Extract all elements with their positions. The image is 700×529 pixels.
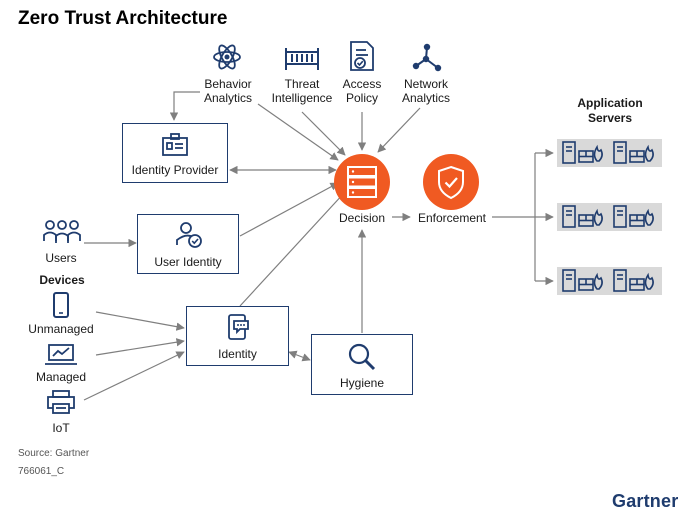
- arrow-identity-hygiene: [288, 350, 311, 362]
- identity-provider-box: Identity Provider: [122, 123, 228, 183]
- unmanaged-label: Unmanaged: [28, 322, 94, 336]
- smartphone-icon: [53, 292, 69, 318]
- arrow-managed-to-identity: [95, 338, 185, 356]
- server-firewall-icon: [562, 141, 654, 164]
- arrow-identity-to-decision: [239, 191, 346, 307]
- arrow-unmanaged-to-identity: [95, 311, 185, 331]
- enforcement-shield-icon: [423, 154, 479, 210]
- enforcement-label: Enforcement: [417, 211, 487, 225]
- user-verified-icon: [176, 222, 202, 248]
- server-row-1: [557, 139, 662, 167]
- user-identity-label: User Identity: [154, 255, 222, 269]
- decision-server-icon: [334, 154, 390, 210]
- gartner-logo: Gartner: [612, 491, 679, 511]
- id-badge-icon: [162, 133, 188, 156]
- arrow-threat-to-decision: [301, 111, 346, 156]
- device-chat-icon: [228, 314, 249, 340]
- identity-box: Identity: [186, 306, 289, 366]
- printer-icon: [47, 390, 75, 414]
- users-label: Users: [45, 251, 77, 265]
- page-title: Zero Trust Architecture: [18, 8, 228, 29]
- managed-label: Managed: [35, 370, 87, 384]
- devices-heading: Devices: [39, 273, 85, 287]
- document-id: 766061_C: [18, 466, 65, 477]
- arrow-behavior-to-idp: [169, 91, 200, 121]
- server-firewall-icon: [562, 205, 654, 228]
- network-nodes-icon: [412, 43, 442, 72]
- source-note: Source: Gartner: [18, 448, 90, 459]
- atom-icon: [213, 44, 241, 70]
- identity-provider-label: Identity Provider: [131, 163, 219, 177]
- server-firewall-icon: [562, 269, 654, 292]
- identity-label: Identity: [218, 347, 257, 361]
- arrow-behavior-to-decision: [257, 103, 339, 161]
- laptop-chart-icon: [45, 344, 77, 365]
- hygiene-box: Hygiene: [311, 334, 413, 395]
- user-identity-box: User Identity: [137, 214, 239, 274]
- server-row-2: [557, 203, 662, 231]
- server-row-3: [557, 267, 662, 295]
- application-servers-heading: Application Servers: [577, 96, 643, 125]
- server-rack-icon: [285, 48, 319, 70]
- iot-label: IoT: [52, 421, 70, 435]
- users-group-icon: [43, 220, 81, 243]
- arrow-network-to-decision: [377, 107, 421, 153]
- arrow-iot-to-identity: [83, 351, 185, 401]
- magnifier-icon: [348, 343, 376, 371]
- decision-label: Decision: [338, 211, 386, 225]
- hygiene-label: Hygiene: [339, 376, 385, 390]
- arrow-useridentity-to-decision: [239, 182, 339, 237]
- policy-document-icon: [350, 41, 374, 71]
